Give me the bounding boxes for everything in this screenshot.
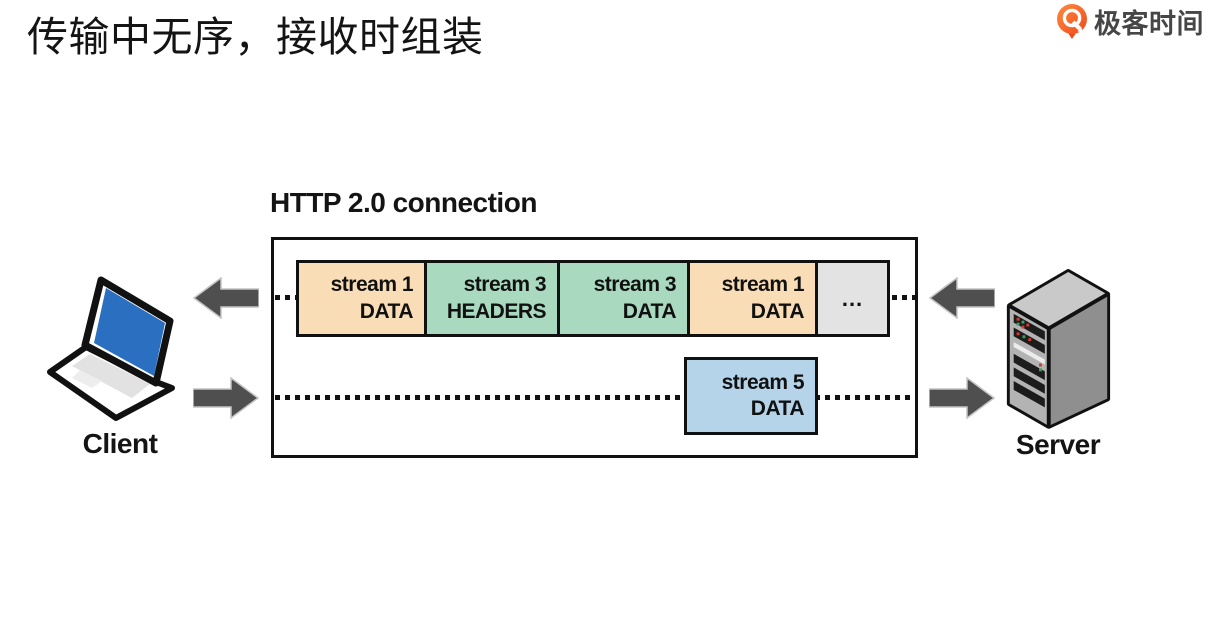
frame-stream-label: stream 1 <box>330 273 414 297</box>
slide-title: 传输中无序，接收时组装 <box>27 14 484 60</box>
frame-type-label: HEADERS <box>446 299 547 323</box>
frame-stream-label: stream 3 <box>463 273 547 297</box>
frame-stream-label: stream 3 <box>593 273 677 297</box>
frame-stream3-headers: stream 3 HEADERS <box>424 260 560 337</box>
frame-type-label: DATA <box>750 299 805 323</box>
frame-stream-label: stream 1 <box>721 273 805 297</box>
frame-type-label: DATA <box>750 397 805 420</box>
upstream-dotted-line-left <box>275 295 297 300</box>
geektime-logo: 极客时间 <box>1054 2 1204 41</box>
connection-label: HTTP 2.0 connection <box>270 187 537 218</box>
client-laptop-icon <box>47 276 175 421</box>
frame-stream5-data: stream 5 DATA <box>684 357 818 435</box>
upstream-dotted-line-right <box>892 295 915 300</box>
frame-stream-label: stream 5 <box>721 370 805 394</box>
geektime-logo-text: 极客时间 <box>1094 9 1204 39</box>
arrow-left-from-server-icon <box>929 277 995 319</box>
frame-type-label: DATA <box>622 299 677 323</box>
geektime-pin-icon <box>1057 4 1087 39</box>
server-label: Server <box>1015 429 1101 460</box>
frame-type-label: DATA <box>359 299 414 323</box>
server-tower-icon <box>1006 269 1111 429</box>
arrow-right-to-server-icon <box>929 377 995 419</box>
frame-stream1-data: stream 1 DATA <box>296 260 427 337</box>
client-label: Client <box>82 428 158 459</box>
frame-stream1-data-2: stream 1 DATA <box>687 260 818 337</box>
ellipsis-label: ... <box>841 285 864 311</box>
frame-ellipsis: ... <box>815 260 890 337</box>
frame-stream3-data: stream 3 DATA <box>557 260 690 337</box>
arrow-right-from-client-icon <box>193 377 259 419</box>
downstream-dotted-line <box>275 395 915 400</box>
arrow-left-to-client-icon <box>193 277 259 319</box>
